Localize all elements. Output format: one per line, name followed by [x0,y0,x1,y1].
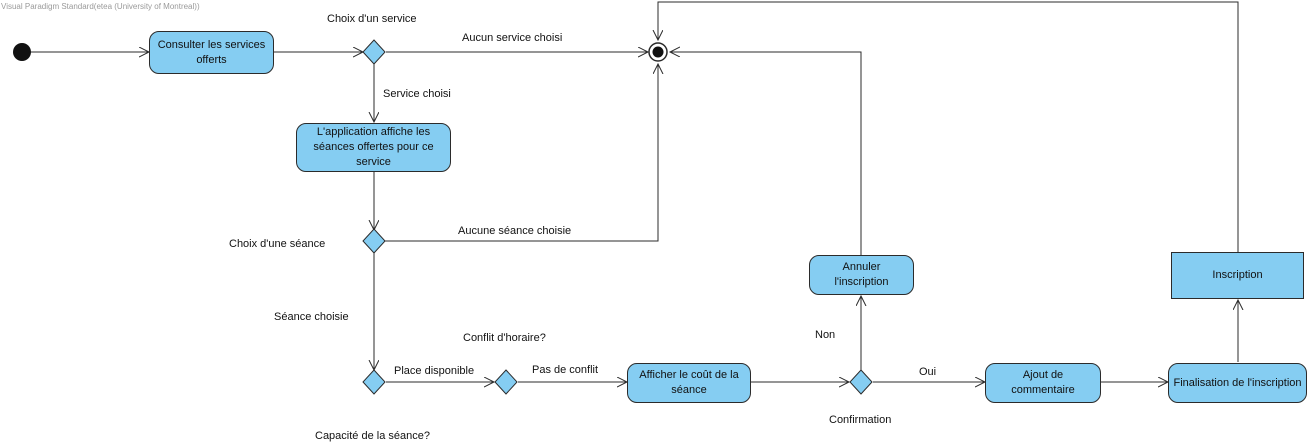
label-seance-choisie: Séance choisie [274,311,349,323]
node-consulter-services: Consulter les services offerts [149,31,274,74]
node-annuler-label: Annuler l'inscription [834,261,889,288]
label-pas-de-conflit: Pas de conflit [532,364,599,376]
label-oui: Oui [919,366,937,378]
flow-aucune-seance [385,64,658,242]
decision-choix-seance [362,228,386,254]
label-non: Non [815,329,836,341]
final-node [648,42,668,62]
label-conflit: Conflit d'horaire? [463,332,546,344]
node-ajout-label: Ajout de commentaire [1011,369,1075,396]
node-afficher-cout: Afficher le coût de la séance [627,363,751,403]
label-aucun-service: Aucun service choisi [462,32,563,44]
label-choix-service: Choix d'un service [327,13,417,25]
decision-confirmation [849,369,873,395]
label-confirmation: Confirmation [829,414,892,426]
node-affiche-seances: L'application affiche les séances offert… [296,123,451,172]
label-place-disponible: Place disponible [394,365,475,377]
node-consulter-label: Consulter les services offerts [157,38,266,66]
node-inscription-label: Inscription [1212,269,1263,281]
label-aucune-seance: Aucune séance choisie [458,225,572,237]
node-annuler-inscription: Annuler l'inscription [809,255,914,295]
node-ajout-commentaire: Ajout de commentaire [985,363,1101,403]
label-service-choisi: Service choisi [383,88,451,100]
node-affiche-label: L'application affiche les séances offert… [313,126,434,168]
flow-annuler-to-end [670,52,862,255]
decision-capacite [362,369,386,395]
node-afficher-cout-label: Afficher le coût de la séance [639,369,739,396]
decision-conflit [494,369,518,395]
label-choix-seance: Choix d'une séance [229,238,326,250]
node-finalisation-inscription: Finalisation de l'inscription [1168,363,1307,403]
label-capacite: Capacité de la séance? [315,430,430,442]
node-finalisation-label: Finalisation de l'inscription [1173,376,1302,389]
decision-choix-service [362,39,386,65]
initial-node [13,43,31,61]
flow-inscription-to-end [658,1,1239,252]
watermark: Visual Paradigm Standard(etea (Universit… [1,2,200,11]
node-inscription: Inscription [1171,252,1304,299]
